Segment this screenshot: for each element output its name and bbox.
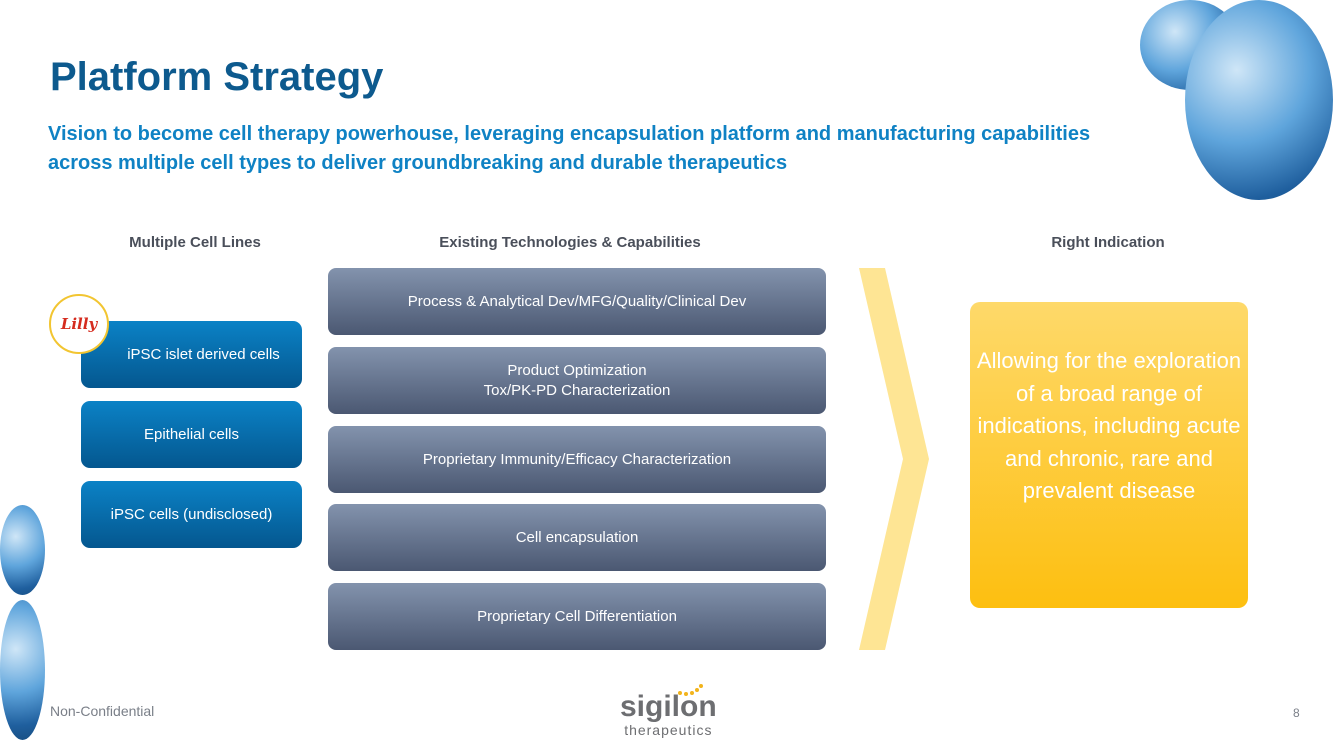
decorative-sphere	[0, 505, 45, 595]
tech-label: Product Optimization	[507, 361, 647, 379]
cell-line-label: Epithelial cells	[143, 426, 240, 443]
column-heading-cell-lines: Multiple Cell Lines	[129, 234, 261, 251]
tech-box: Proprietary Immunity/Efficacy Characteri…	[328, 426, 826, 493]
tech-label: Proprietary Immunity/Efficacy Characteri…	[422, 450, 732, 468]
tech-box: Proprietary Cell Differentiation	[328, 583, 826, 650]
logo-sub: therapeutics	[624, 722, 713, 738]
subtitle: Vision to become cell therapy powerhouse…	[48, 123, 1091, 174]
indication-text: Allowing for the exploration of a broad …	[976, 348, 1242, 503]
page-title: Platform Strategy	[50, 55, 384, 99]
cell-line-label: iPSC cells (undisclosed)	[110, 506, 273, 523]
page-number: 8	[1293, 706, 1300, 720]
lilly-logo-text: Lilly	[60, 315, 98, 333]
cell-line-box: iPSC islet derived cells	[81, 321, 302, 388]
decorative-sphere	[0, 600, 45, 740]
tech-label: Process & Analytical Dev/MFG/Quality/Cli…	[407, 292, 747, 310]
tech-box: Cell encapsulation	[328, 504, 826, 571]
lilly-logo: Lilly	[49, 294, 109, 354]
column-heading-indication: Right Indication	[1051, 234, 1165, 251]
decorative-sphere	[1185, 0, 1333, 200]
logo-main: sigilon	[620, 690, 717, 723]
tech-label: Proprietary Cell Differentiation	[477, 607, 677, 625]
tech-box: Process & Analytical Dev/MFG/Quality/Cli…	[328, 268, 826, 335]
cell-line-box: iPSC cells (undisclosed)	[81, 481, 302, 548]
column-heading-tech: Existing Technologies & Capabilities	[439, 234, 701, 251]
tech-label: Cell encapsulation	[515, 528, 639, 546]
logo-dot	[699, 684, 703, 688]
logo-dot	[684, 692, 688, 696]
logo-dot	[695, 688, 699, 692]
chevron-arrow-icon	[859, 268, 929, 650]
sigilon-logo: sigilon therapeutics	[620, 684, 717, 738]
cell-line-label: iPSC islet derived cells	[127, 346, 280, 363]
logo-dot	[678, 691, 682, 695]
logo-dot	[690, 691, 694, 695]
tech-label: Tox/PK-PD Characterization	[483, 381, 671, 399]
indication-box: Allowing for the exploration of a broad …	[970, 302, 1248, 608]
confidentiality-label: Non-Confidential	[50, 703, 155, 719]
cell-line-box: Epithelial cells	[81, 401, 302, 468]
